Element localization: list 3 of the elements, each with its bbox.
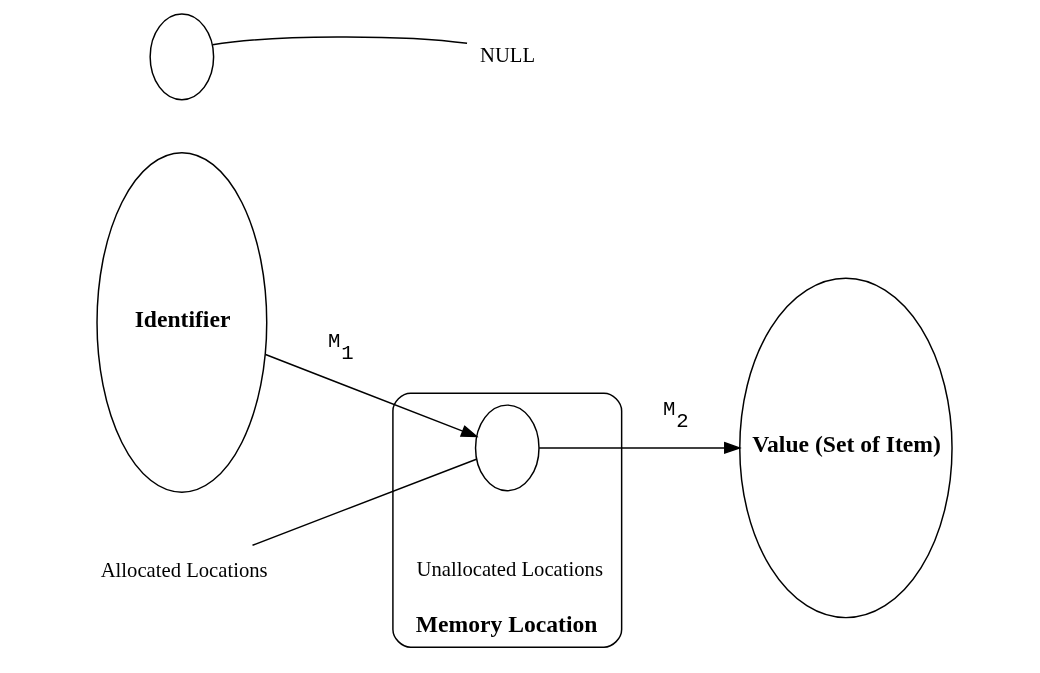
node-text: Allocated Locations [100,559,268,582]
node-text: NULL [479,44,535,67]
label: Unallocated Locations [416,557,603,580]
